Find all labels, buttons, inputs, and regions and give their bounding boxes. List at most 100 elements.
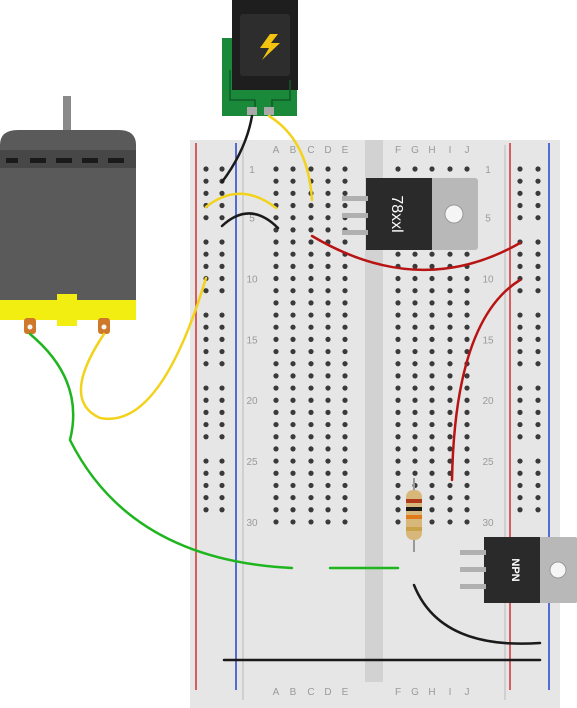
breadboard-hole (308, 446, 314, 452)
breadboard-hole (273, 421, 279, 428)
rail-hole (535, 263, 541, 269)
column-label: A (273, 145, 280, 156)
breadboard-hole (290, 178, 296, 184)
rail-hole (517, 202, 523, 209)
breadboard-hole (447, 519, 453, 525)
breadboard-hole (447, 275, 453, 282)
breadboard-hole (395, 409, 401, 415)
breadboard-hole (429, 312, 435, 318)
rail-hole (203, 166, 209, 172)
breadboard-hole (395, 446, 401, 452)
breadboard-hole (342, 507, 348, 513)
motor-shaft (63, 96, 71, 132)
breadboard-hole (412, 446, 418, 452)
breadboard-hole (273, 190, 279, 196)
breadboard-hole (395, 458, 401, 464)
rail-hole (203, 178, 209, 184)
column-label: G (411, 687, 419, 698)
breadboard-hole (273, 251, 279, 257)
breadboard-hole (290, 434, 296, 440)
breadboard-hole (290, 166, 296, 172)
regulator-label: 78xxl (388, 195, 405, 232)
breadboard-hole (290, 385, 296, 391)
breadboard-hole (273, 239, 279, 245)
breadboard-hole (308, 361, 314, 367)
breadboard-hole (429, 275, 435, 282)
breadboard-hole (342, 434, 348, 440)
rail-hole (219, 263, 225, 269)
rail-hole (517, 458, 523, 464)
breadboard-hole (412, 385, 418, 391)
rail-hole (203, 288, 209, 294)
breadboard-hole (342, 482, 348, 489)
rail-hole (203, 215, 209, 221)
breadboard-hole (290, 519, 296, 525)
breadboard-hole (395, 482, 401, 489)
voltage-regulator: 78xxl (342, 178, 478, 250)
rail-hole (203, 336, 209, 342)
breadboard-hole (447, 385, 453, 391)
rail-hole (219, 494, 225, 501)
breadboard-hole (308, 202, 314, 209)
breadboard-hole (290, 507, 296, 513)
column-label: H (428, 145, 435, 156)
rail-hole (203, 409, 209, 415)
regulator-legs (342, 196, 368, 235)
wire-red-regulator-to-rail (310, 234, 522, 271)
breadboard-hole (290, 324, 296, 330)
wires (28, 114, 542, 662)
rail-hole (203, 385, 209, 391)
rail-hole (203, 324, 209, 330)
row-number: 30 (482, 518, 494, 529)
column-label: J (465, 687, 470, 698)
breadboard-hole (325, 348, 331, 355)
breadboard-hole (464, 275, 470, 282)
breadboard-hole (447, 373, 453, 379)
rail-hole (535, 494, 541, 501)
breadboard-hole (308, 227, 314, 233)
rail-hole (517, 251, 523, 257)
rail-hole (535, 397, 541, 403)
breadboard-hole (290, 470, 296, 476)
terminal-hole-left (27, 324, 33, 330)
breadboard-hole (412, 470, 418, 476)
breadboard-hole (342, 373, 348, 379)
breadboard-hole (342, 348, 348, 355)
breadboard-hole (308, 482, 314, 489)
breadboard-hole (308, 507, 314, 513)
breadboard-hole (290, 227, 296, 233)
breadboard-hole (342, 397, 348, 403)
breadboard-hole (412, 324, 418, 330)
breadboard-hole (464, 312, 470, 318)
breadboard-hole (308, 470, 314, 476)
breadboard-hole (308, 312, 314, 318)
breadboard-hole (429, 519, 435, 525)
column-label: I (449, 687, 452, 698)
column-label: J (465, 145, 470, 156)
rail-hole (517, 482, 523, 489)
breadboard-hole (290, 190, 296, 196)
rail-hole (517, 336, 523, 342)
breadboard-hole (273, 166, 279, 172)
rail-hole (203, 239, 209, 245)
breadboard-hole (342, 421, 348, 428)
rail-hole (517, 263, 523, 269)
rail-hole (517, 507, 523, 513)
breadboard-hole (325, 227, 331, 233)
breadboard-hole (464, 482, 470, 489)
breadboard-hole (429, 251, 435, 257)
breadboard-hole (342, 458, 348, 464)
column-label: I (449, 145, 452, 156)
rail-hole (517, 348, 523, 355)
breadboard-hole (464, 373, 470, 379)
breadboard-hole (308, 397, 314, 403)
breadboard-hole (342, 190, 348, 196)
breadboard-hole (325, 300, 331, 306)
breadboard-hole (395, 348, 401, 355)
rail-hole (535, 458, 541, 464)
rail-hole (219, 409, 225, 415)
lightning-bolt-icon (260, 34, 280, 60)
rail-hole (203, 507, 209, 513)
breadboard-hole (395, 397, 401, 403)
